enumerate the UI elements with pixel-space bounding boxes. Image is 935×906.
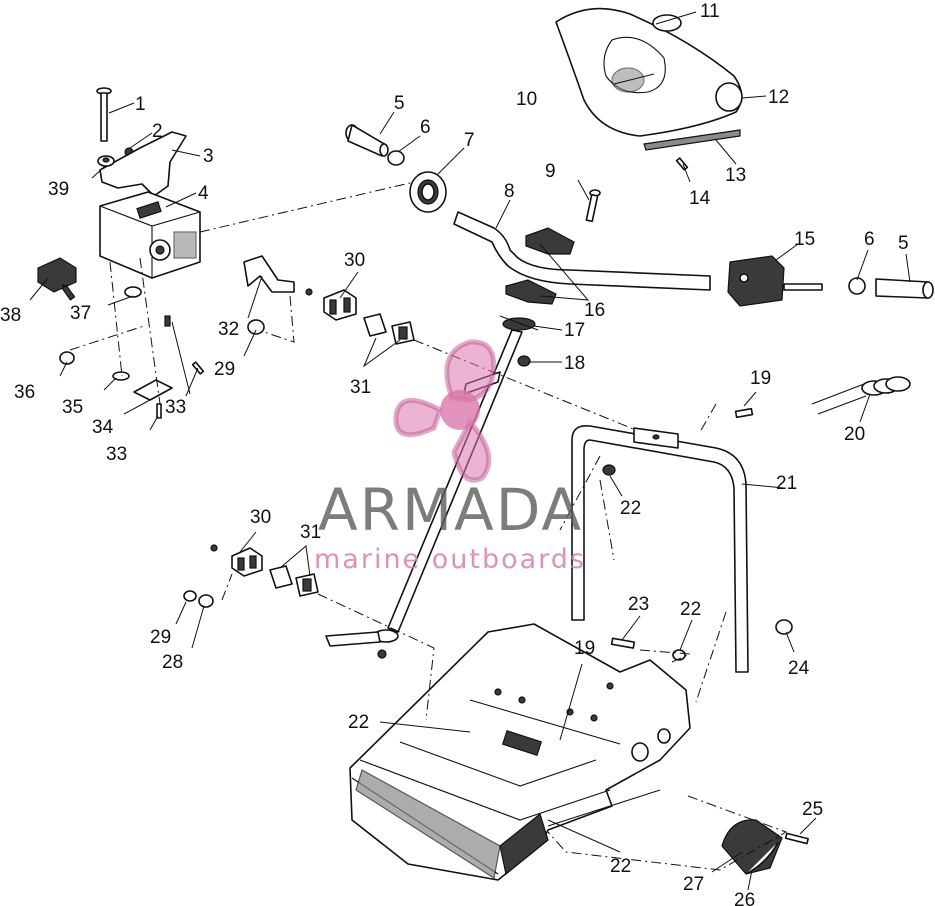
callout-10: 10 [516, 89, 537, 110]
part-12-pad [555, 7, 743, 137]
callout-14: 14 [689, 188, 711, 209]
callout-37: 37 [70, 303, 91, 324]
part-3-bracket [99, 131, 187, 197]
chassis-frame [349, 623, 691, 881]
part-26-27-light [721, 819, 783, 875]
callout-5-left: 5 [394, 93, 405, 114]
part-30-clamp-upper [305, 288, 357, 321]
callout-25: 25 [802, 799, 823, 820]
callout-38: 38 [0, 305, 21, 326]
callout-30-lower: 30 [250, 507, 271, 528]
part-32-bracket [243, 255, 295, 293]
part-20-coil-cable [811, 376, 911, 415]
leader-lines [29, 11, 911, 891]
callout-19-lower: 19 [574, 638, 595, 659]
callout-23: 23 [628, 594, 649, 615]
callout-29-upper: 29 [214, 359, 235, 380]
callout-22-left: 22 [348, 712, 369, 733]
part-14-screw [675, 157, 689, 171]
part-18-nut [517, 355, 531, 367]
callout-4: 4 [198, 183, 209, 204]
callout-12: 12 [768, 87, 789, 108]
part-5-pin-left [345, 124, 389, 157]
callout-6-left: 6 [420, 117, 431, 138]
callout-3: 3 [203, 146, 214, 167]
part-31-bushings-upper [363, 313, 415, 345]
part-19-bolt-upper [734, 407, 754, 419]
callout-20: 20 [844, 424, 865, 445]
callout-9: 9 [545, 161, 556, 182]
part-39-nut [97, 155, 115, 167]
part-15-switch-assembly [727, 255, 823, 307]
callout-18: 18 [564, 353, 585, 374]
callout-31-upper: 31 [350, 377, 371, 398]
watermark: ARMADA marine outboards [314, 339, 586, 575]
part-22-fastener-upper [602, 464, 616, 476]
part-28-washer [198, 594, 214, 608]
part-36-nut [59, 351, 75, 365]
part-23-bolt [610, 637, 636, 649]
callout-22-upper: 22 [620, 498, 641, 519]
part-30-clamp-lower [210, 544, 263, 577]
part-21-steering-loop [571, 424, 749, 673]
part-29-nut-upper [247, 319, 265, 335]
part-37-washer [124, 286, 142, 298]
part-7-ring [409, 171, 447, 213]
callout-1: 1 [135, 94, 146, 115]
callout-26: 26 [734, 890, 755, 906]
part-17-plate [499, 315, 539, 331]
callout-24: 24 [788, 658, 810, 679]
part-5-grip-right [875, 278, 934, 299]
callout-2: 2 [152, 121, 163, 142]
part-6-bushing-left [387, 150, 405, 166]
part-34-plate [133, 379, 173, 401]
callout-30-upper: 30 [344, 250, 365, 271]
callout-13: 13 [725, 165, 746, 186]
callout-33b: 33 [106, 444, 127, 465]
part-6-bushing-right [848, 277, 866, 295]
part-16-clamps [505, 227, 575, 305]
callout-7: 7 [464, 130, 475, 151]
callout-8: 8 [504, 181, 515, 202]
part-38-switch [37, 257, 77, 301]
callout-33a: 33 [165, 397, 186, 418]
callout-6-right: 6 [864, 229, 875, 250]
part-8-handlebar [453, 211, 711, 291]
callout-29-lower: 29 [150, 627, 171, 648]
part-4-housing [99, 191, 201, 279]
part-31-bushings-lower [269, 565, 319, 597]
callout-5-right: 5 [898, 233, 909, 254]
callout-31-lower: 31 [300, 522, 321, 543]
callout-15: 15 [794, 229, 815, 250]
watermark-tagline: marine outboards [314, 544, 586, 575]
part-29-nut-lower [183, 590, 197, 602]
callout-27: 27 [683, 874, 704, 895]
callout-17: 17 [564, 320, 585, 341]
part-9-bolt [585, 189, 601, 223]
callout-11: 11 [700, 1, 720, 22]
part-24-nut [775, 619, 793, 635]
callout-28: 28 [162, 652, 183, 673]
exploded-dash-lines [69, 181, 788, 871]
callout-21: 21 [776, 473, 797, 494]
part-13-strip [643, 129, 741, 151]
callout-16: 16 [584, 300, 605, 321]
part-25-screw [784, 832, 809, 845]
callout-36: 36 [14, 382, 35, 403]
callout-32: 32 [218, 319, 239, 340]
watermark-brand: ARMADA [318, 476, 583, 544]
callout-19-upper: 19 [750, 368, 771, 389]
callout-34: 34 [92, 417, 114, 438]
part-35-clip [112, 371, 130, 381]
callout-22-bottom: 22 [610, 856, 631, 877]
callout-39: 39 [48, 179, 69, 200]
part-1-bolt [96, 87, 112, 142]
callout-labels: 1 2 3 4 39 38 37 36 35 34 33 33 5 6 7 8 … [0, 1, 909, 906]
propeller-logo [393, 339, 497, 483]
part-22-fastener-mid [672, 649, 686, 661]
callout-22-mid: 22 [680, 599, 701, 620]
callout-35: 35 [62, 397, 83, 418]
